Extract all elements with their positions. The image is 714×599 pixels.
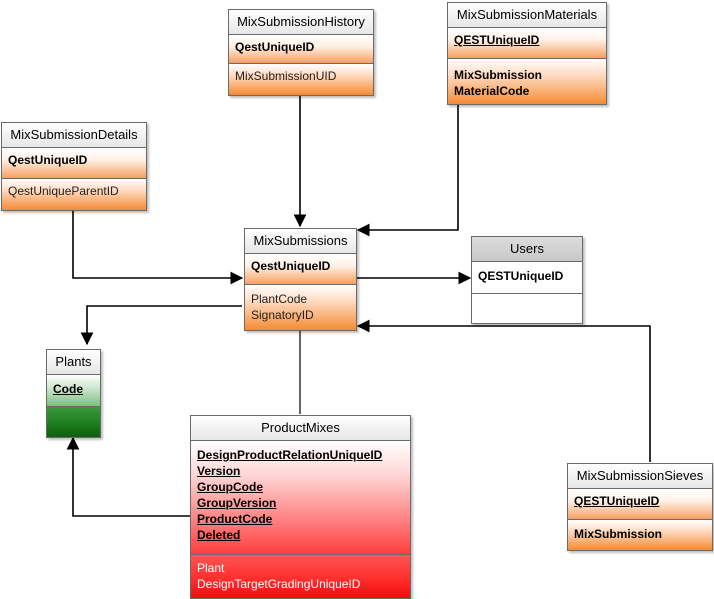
entity-mix-submission-details[interactable]: MixSubmissionDetails QestUniqueID QestUn… (1, 122, 147, 211)
field-section (47, 406, 100, 437)
field: MixSubmission (574, 527, 663, 541)
field: PlantCode (251, 292, 308, 306)
key-field: ProductCode (197, 512, 273, 526)
entity-product-mixes[interactable]: ProductMixes DesignProductRelationUnique… (190, 415, 411, 599)
key-section: DesignProductRelationUniqueID Version Gr… (191, 441, 410, 554)
entity-users[interactable]: Users QESTUniqueID (471, 236, 583, 324)
entity-title: Users (472, 237, 582, 262)
field-section: Plant DesignTargetGradingUniqueID (191, 554, 410, 598)
entity-title: MixSubmissionDetails (2, 123, 146, 148)
key-field: GroupVersion (197, 496, 277, 510)
key-field: QestUniqueID (251, 259, 331, 273)
entity-plants[interactable]: Plants Code (46, 349, 101, 438)
link-productmixes-to-plants (66, 436, 190, 517)
field: SignatoryID (251, 308, 314, 322)
entity-title: MixSubmissionSieves (568, 464, 712, 489)
link-details-to-mixsubmissions (72, 208, 244, 285)
entity-mix-submission-materials[interactable]: MixSubmissionMaterials QESTUniqueID MixS… (447, 2, 607, 105)
entity-title: Plants (47, 350, 100, 375)
field: QestUniqueParentID (8, 184, 119, 198)
entity-mix-submission-sieves[interactable]: MixSubmissionSieves QESTUniqueID MixSubm… (567, 463, 713, 551)
key-field: DesignProductRelationUniqueID (197, 448, 383, 462)
entity-title: ProductMixes (191, 416, 410, 441)
field: MaterialCode (454, 84, 530, 98)
key-section: QestUniqueID (2, 148, 146, 178)
key-field: QestUniqueID (8, 153, 88, 167)
entity-title: MixSubmissions (245, 229, 356, 254)
key-field: QESTUniqueID (574, 494, 660, 508)
field: DesignTargetGradingUniqueID (197, 577, 361, 591)
key-section: QestUniqueID (229, 35, 373, 63)
key-field: Version (197, 464, 241, 478)
key-field: QestUniqueID (235, 40, 315, 54)
field-section (472, 293, 582, 323)
key-section: Code (47, 375, 100, 406)
entity-mix-submissions[interactable]: MixSubmissions QestUniqueID PlantCode Si… (244, 228, 357, 331)
field: MixSubmissionUID (235, 69, 337, 83)
field: MixSubmission (454, 68, 543, 82)
entity-title: MixSubmissionMaterials (448, 3, 606, 28)
field-section: QestUniqueParentID (2, 178, 146, 210)
field-section: MixSubmission MaterialCode (448, 58, 606, 104)
key-field: QESTUniqueID (454, 33, 540, 47)
key-field: QESTUniqueID (478, 269, 564, 283)
key-section: QESTUniqueID (472, 262, 582, 293)
key-section: QESTUniqueID (568, 489, 712, 519)
link-sieves-to-mixsubmissions (356, 319, 651, 462)
link-materials-to-mixsubmissions (356, 103, 459, 237)
key-field: Deleted (197, 528, 241, 542)
entity-title: MixSubmissionHistory (229, 10, 373, 35)
link-mixsubmissions-to-plants (80, 305, 242, 346)
field-section: MixSubmissionUID (229, 63, 373, 95)
key-section: QESTUniqueID (448, 28, 606, 58)
key-field: Code (53, 382, 83, 396)
field-section: MixSubmission (568, 519, 712, 550)
entity-mix-submission-history[interactable]: MixSubmissionHistory QestUniqueID MixSub… (228, 9, 374, 96)
key-section: QestUniqueID (245, 254, 356, 284)
field-section: PlantCode SignatoryID (245, 284, 356, 330)
key-field: GroupCode (197, 480, 263, 494)
field: Plant (197, 561, 225, 575)
